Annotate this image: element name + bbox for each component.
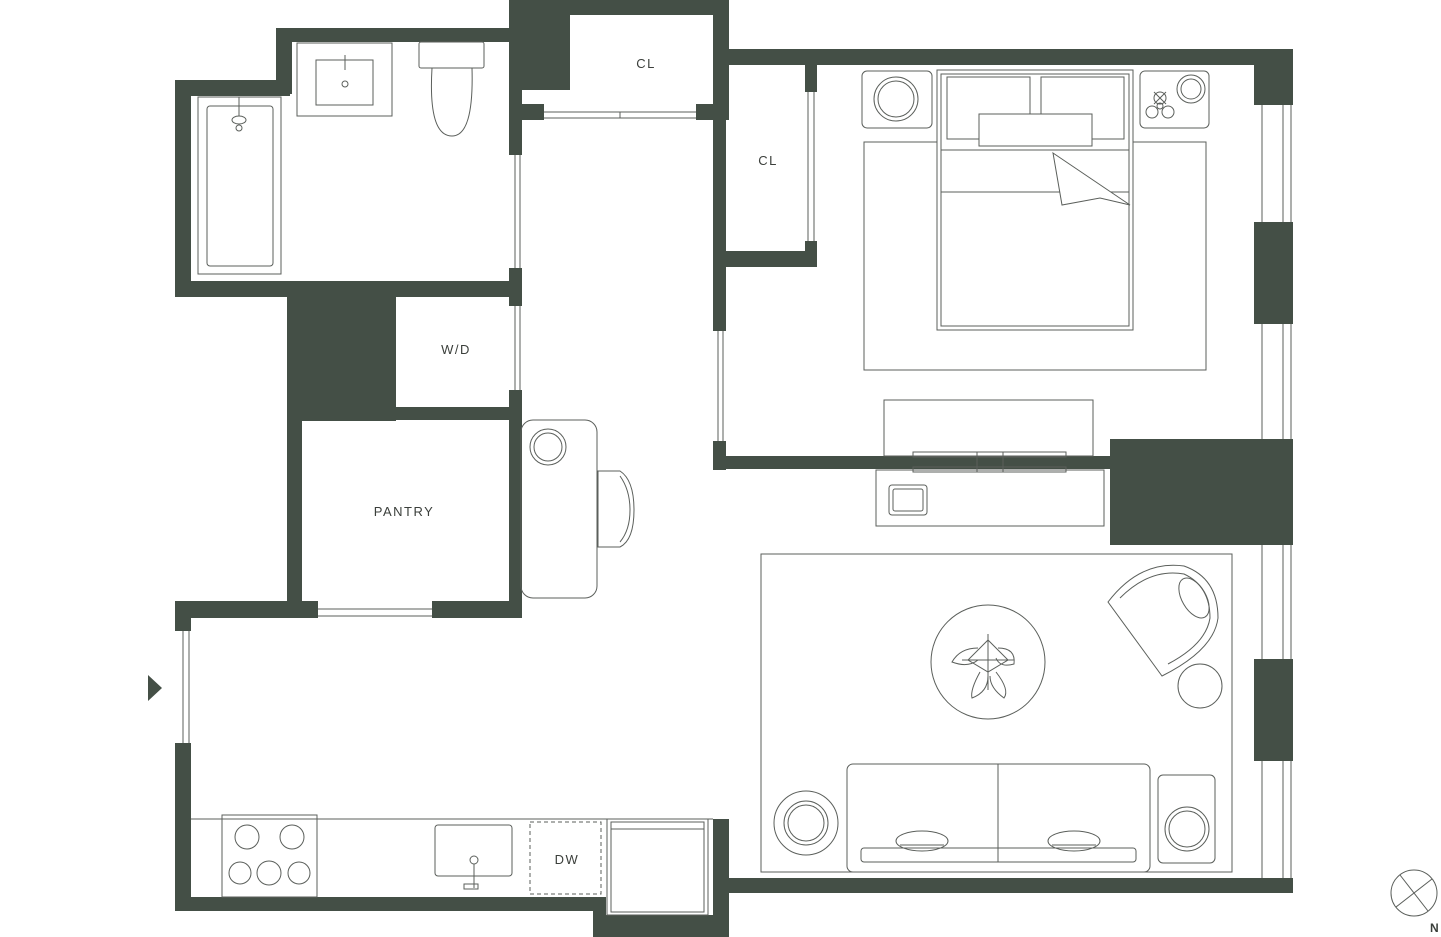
wall-bed-top — [713, 49, 1293, 65]
pantry-label: PANTRY — [374, 504, 435, 519]
wall-closet-stub — [522, 104, 544, 120]
closet-bedroom-label: CL — [758, 153, 778, 168]
wall-closet-pillar — [509, 0, 570, 90]
north-label: N — [1430, 921, 1439, 935]
wall-east-top — [1254, 49, 1293, 105]
wall-bed-closet-bottom — [726, 251, 817, 267]
kitchen-sink — [434, 824, 513, 890]
wall-wd-right — [509, 281, 522, 306]
side-table — [1177, 663, 1223, 709]
dishwasher-label: DW — [555, 852, 580, 867]
plant-icon — [951, 634, 1015, 699]
sofa — [846, 763, 1151, 873]
nightstand-left — [861, 70, 933, 129]
wall-bed-closet-right-top — [805, 65, 817, 92]
wall-south-left — [175, 897, 606, 911]
wall-bath-top — [276, 28, 522, 42]
coffee-table — [930, 604, 1046, 720]
wall-bed-closet-right-bottom — [805, 241, 817, 267]
wall-pantry-left — [287, 407, 302, 618]
wall-west-top — [175, 601, 191, 631]
media-console — [875, 469, 1105, 527]
entry-arrow-icon — [148, 675, 162, 701]
end-table-left — [773, 790, 839, 856]
wall-bath-step — [276, 28, 292, 94]
wall-west-bottom — [175, 743, 191, 911]
bathtub — [197, 96, 282, 275]
windows — [182, 92, 1292, 878]
wall-south-notch-bottom — [593, 915, 729, 937]
bed — [936, 69, 1134, 331]
refrigerator — [606, 818, 709, 916]
dishwasher — [529, 821, 602, 895]
nightstand-right — [1139, 70, 1210, 129]
wall-closet-door-jamb — [696, 104, 716, 120]
wall-east-pier-2 — [1254, 659, 1293, 761]
wall-bed-left-upper — [713, 49, 726, 331]
wall-pantry-bottom-left — [175, 601, 318, 618]
toilet — [418, 41, 485, 137]
wall-bath-top-left — [175, 80, 290, 96]
wall-bed-bottom — [713, 456, 1113, 469]
bathroom-sink — [296, 42, 393, 117]
washer-dryer-label: W/D — [441, 342, 471, 357]
closet-top-label: CL — [636, 56, 656, 71]
wall-east-column — [1110, 439, 1293, 545]
plant-icon — [1145, 91, 1175, 119]
wall-pantry-bottom-right — [432, 601, 522, 618]
lounge-chair — [1107, 564, 1219, 677]
cooktop — [221, 814, 318, 898]
walls — [175, 0, 1293, 937]
wall-east-pier-1 — [1254, 222, 1293, 324]
wall-wd-bottom — [287, 407, 522, 420]
desk — [520, 419, 598, 599]
desk-chair — [597, 470, 635, 548]
wall-bath-left — [175, 80, 191, 297]
wall-pantry-right — [509, 407, 522, 618]
wall-south-right — [713, 878, 1293, 893]
north-compass-icon: N — [1390, 869, 1439, 935]
wall-mech-column — [287, 281, 396, 421]
end-table-right — [1157, 774, 1216, 864]
